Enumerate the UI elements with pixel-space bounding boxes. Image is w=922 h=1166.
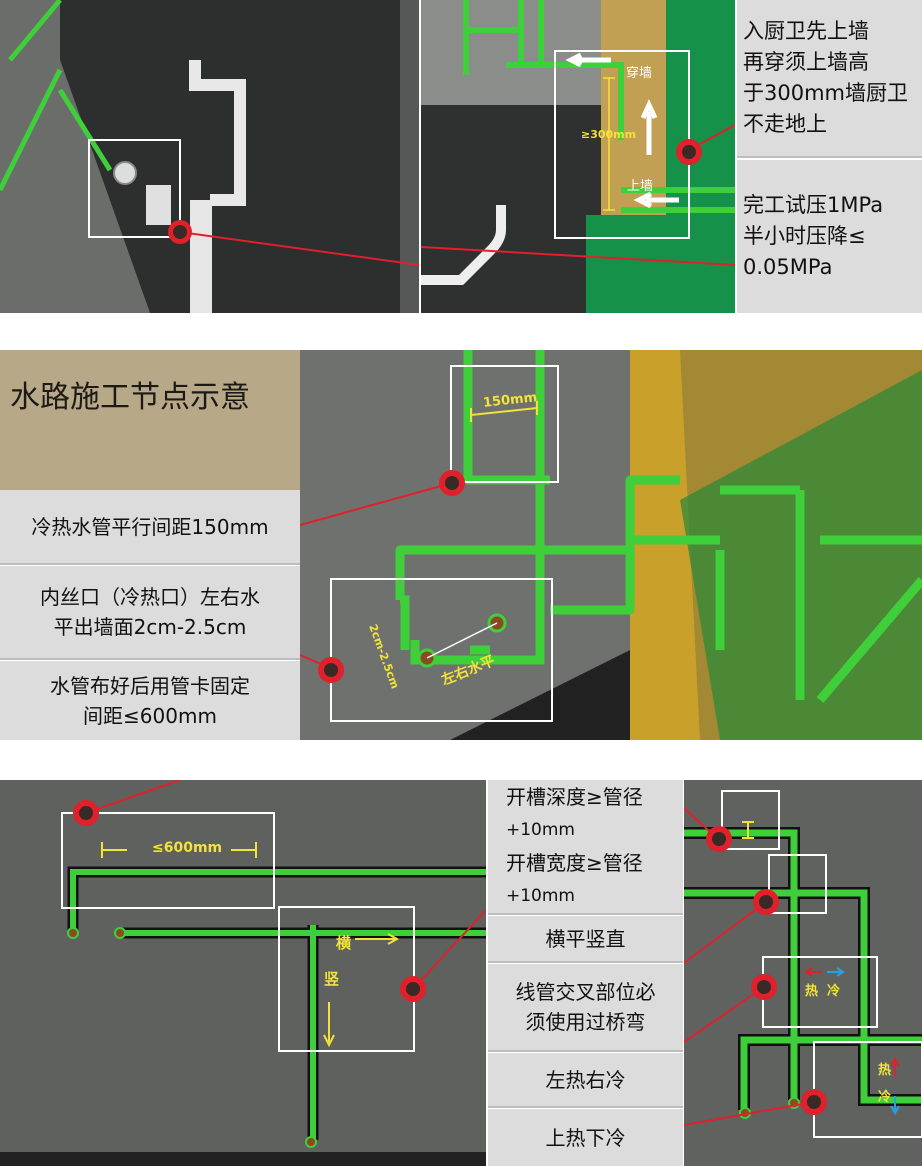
note-line: 须使用过桥弯 [525, 1010, 646, 1034]
note-line: 冷热水管平行间距150mm [31, 514, 269, 539]
photo-hot-cold-layout: 工 热 冷 热 冷 [684, 780, 922, 1166]
note-left-hot-right-cold: 左热右冷 [488, 1053, 683, 1108]
note-line: 半小时压降≤ [743, 224, 866, 248]
photo-horizontal-vertical: ≤600mm 横 竖 [0, 780, 486, 1166]
note-line: +10mm [506, 819, 575, 840]
note-line: 入厨卫先上墙 [743, 19, 869, 43]
note-line: 上热下冷 [545, 1125, 626, 1150]
note-line: 开槽深度≥管径 [506, 784, 643, 809]
note-line: +10mm [506, 885, 575, 906]
page-title: 水路施工节点示意 [10, 380, 250, 415]
note-level-plumb: 横平竖直 [488, 916, 683, 963]
label-vertical: 竖 [324, 970, 340, 988]
label-cold-bottom: 冷 [878, 1090, 892, 1105]
note-bridge-bend: 线管交叉部位必须使用过桥弯 [488, 964, 683, 1052]
note-line: 不走地上 [743, 112, 827, 136]
photo-kitchen-drain [0, 0, 419, 313]
note-wall-entry-rule: 入厨卫先上墙再穿须上墙高于300mm墙厨卫不走地上 [737, 0, 922, 158]
label-hot-left: 热 [805, 984, 819, 999]
photo-wall-entry: 穿墙 ≥300mm 上墙 [421, 0, 735, 313]
label-hot-top: 热 [878, 1063, 892, 1078]
label-600mm: ≤600mm [152, 840, 223, 856]
note-pipe-clips: 水管布好后用管卡固定间距≤600mm [0, 661, 300, 740]
note-line: 0.05MPa [743, 255, 833, 279]
note-top-hot-bottom-cold: 上热下冷 [488, 1109, 683, 1166]
note-pressure-test: 完工试压1MPa 半小时压降≤ 0.05MPa [737, 160, 922, 313]
note-line: 开槽宽度≥管径 [506, 850, 643, 875]
note-trench-size: 开槽深度≥管径 +10mm 开槽宽度≥管径 +10mm [488, 780, 683, 915]
label-through-wall: 穿墙 [626, 66, 653, 81]
note-line: 内丝口（冷热口）左右水 [40, 585, 260, 609]
note-line: 左热右冷 [545, 1067, 626, 1092]
label-horizontal: 横 [336, 934, 352, 952]
note-line: 间距≤600mm [83, 703, 217, 728]
note-line: 于300mm墙厨卫 [743, 81, 908, 105]
section-title-panel: 水路施工节点示意 [0, 350, 300, 490]
label-min-height: ≥300mm [581, 128, 637, 141]
note-line: 平出墙面2cm-2.5cm [53, 615, 247, 639]
note-line: 完工试压1MPa [743, 193, 884, 217]
note-line: 再穿须上墙高 [743, 50, 869, 74]
label-up-wall: 上墙 [627, 179, 654, 194]
note-outlet-level: 内丝口（冷热口）左右水平出墙面2cm-2.5cm [0, 566, 300, 660]
label-cold-right: 冷 [827, 984, 841, 999]
note-line: 线管交叉部位必 [515, 980, 656, 1004]
photo-wall-pipes: 150mm 2cm-2.5cm 左右水平 [300, 350, 922, 740]
note-parallel-spacing: 冷热水管平行间距150mm [0, 490, 300, 565]
note-line: 横平竖直 [545, 926, 626, 951]
note-line: 水管布好后用管卡固定 [50, 673, 250, 698]
